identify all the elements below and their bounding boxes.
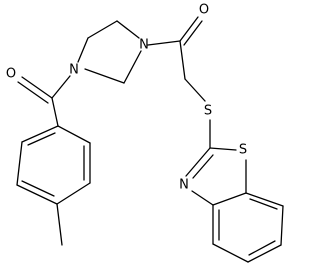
atom-s-thioether: S: [204, 104, 212, 119]
bond-ph-1: [21, 125, 59, 143]
bond-c-n-right: [147, 40, 181, 46]
atom-o-top: O: [199, 3, 209, 18]
bond-methyl: [56, 203, 63, 246]
bond-ph-2: [16, 141, 23, 186]
bond-c2-s1: [209, 147, 237, 151]
bond-ph-4: [56, 182, 91, 205]
bond-co-left-1: [21, 76, 53, 99]
bond-bz-1-inner: [249, 198, 278, 210]
bond-n-left-c: [51, 75, 71, 99]
bond-co-left-2: [17, 81, 49, 104]
bond-n-c2: [185, 147, 211, 177]
bond-bz-3-inner: [248, 240, 276, 256]
bond-ring-c-top-c-left: [87, 20, 118, 39]
bond-bz-3: [247, 244, 282, 263]
bond-lines: [16, 16, 284, 263]
atom-n-right: N: [139, 38, 149, 53]
bond-ring-c-bottom-n1: [123, 50, 142, 84]
bond-ch2-s: [184, 78, 206, 102]
bond-ph-1-inner: [27, 132, 56, 146]
bond-ring-n2-c-bottom: [84, 68, 125, 84]
atom-labels: O N N O S S N: [6, 3, 247, 193]
molecule-structure-diagram: O N N O S S N: [6, 3, 284, 263]
bond-ph-3-inner: [21, 180, 55, 197]
bond-n-c2-inner: [192, 154, 214, 179]
bond-ring-n1-c-top: [116, 20, 140, 39]
bond-bz-2: [280, 205, 284, 246]
bond-c-ch2: [179, 40, 186, 80]
bond-bz-1: [245, 192, 284, 207]
atom-n-left: N: [69, 63, 79, 78]
bond-co-top-1: [179, 16, 199, 42]
bond-bz-4: [212, 243, 249, 263]
bond-co-top-2: [183, 20, 203, 46]
bond-ring-c-left-n2: [77, 37, 89, 63]
atom-o-left: O: [6, 67, 16, 82]
bond-ph-6: [57, 125, 91, 144]
atom-s-thiazole: S: [239, 143, 247, 158]
bond-c-phenyl: [51, 97, 59, 127]
atom-n-thiazole: N: [179, 178, 189, 193]
bond-ph-3: [16, 184, 58, 205]
bond-c3a-n: [191, 190, 214, 206]
bond-c7a-c3a: [212, 192, 247, 206]
